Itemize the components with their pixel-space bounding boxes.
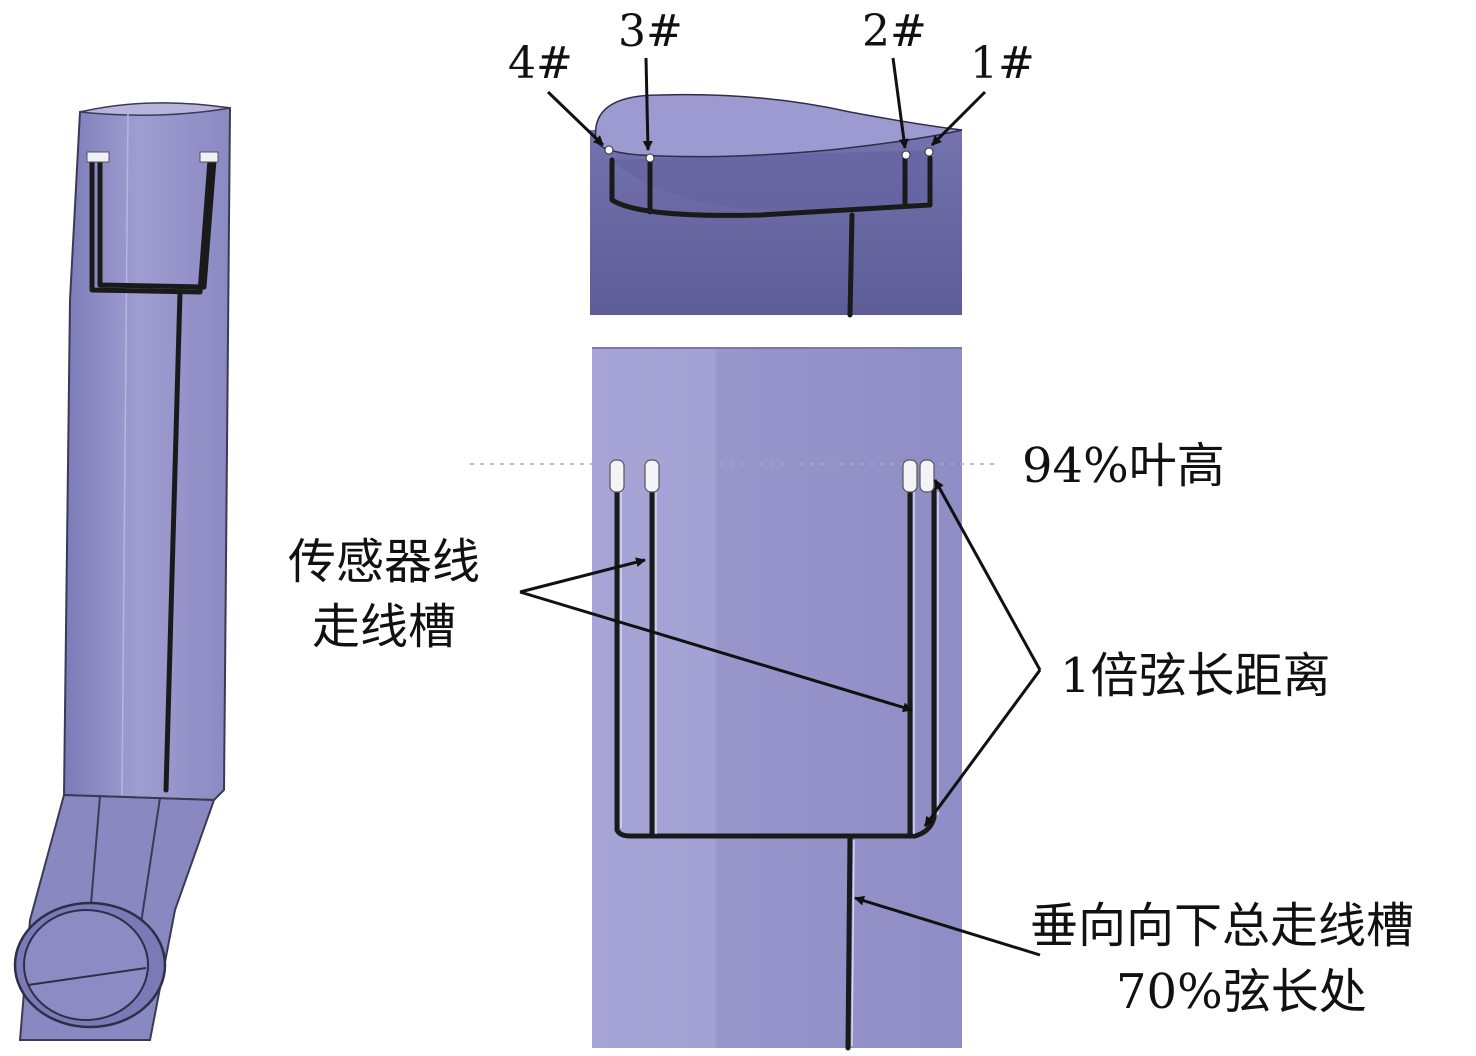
panel-main-groove [845, 833, 853, 1051]
label-sensor-groove-line1: 传感器线 [288, 534, 480, 590]
airfoil-top-surface [594, 93, 963, 158]
panel-grooves [614, 487, 939, 1051]
tip-main-groove [847, 212, 855, 318]
tip-sensor-4 [604, 145, 614, 155]
blade-panel-view [592, 347, 962, 1048]
tip-groove [609, 155, 933, 218]
arrow-sensor-groove-b [519, 590, 913, 713]
panel-sensor-4 [609, 459, 625, 493]
label-height: 94%叶高 [1022, 438, 1225, 494]
root-disc [13, 901, 167, 1029]
arrow-sensor-4 [546, 90, 605, 147]
label-sensor-3: 3# [618, 6, 683, 57]
label-chord-distance: 1倍弦长距离 [1060, 648, 1331, 704]
label-sensor-2: 2# [862, 6, 927, 57]
side-groove-left [89, 157, 213, 295]
panel-sensor-1 [919, 459, 935, 493]
arrow-chord-up [933, 479, 1042, 671]
blade-side-view [13, 102, 232, 1041]
side-sensor-head-left [86, 151, 110, 163]
label-sensor-4: 4# [508, 38, 573, 89]
label-sensor-groove-line2: 走线槽 [312, 599, 456, 655]
tip-sensor-2 [901, 150, 911, 160]
side-sensor-head-right [199, 151, 219, 163]
label-main-groove-line2: 70%弦长处 [1116, 964, 1367, 1020]
label-sensor-1: 1# [970, 38, 1035, 89]
arrow-chord-down [923, 669, 1042, 827]
blade-panel-body [592, 348, 962, 1048]
panel-sensor-heads [609, 459, 935, 493]
label-main-groove-line1: 垂向向下总走线槽 [1030, 898, 1414, 954]
arrow-sensor-1 [930, 90, 987, 147]
arrow-sensor-2 [891, 57, 909, 149]
arrow-sensor-groove-a [519, 557, 646, 594]
tip-sensor-3 [645, 153, 655, 163]
side-groove-main [163, 289, 183, 793]
panel-sensor-3 [644, 459, 660, 493]
arrow-sensor-3 [642, 57, 653, 151]
tip-sensor-1 [924, 147, 934, 157]
arrow-main-groove [854, 895, 1041, 957]
panel-sensor-2 [902, 459, 918, 493]
tip-section-view [590, 93, 963, 318]
